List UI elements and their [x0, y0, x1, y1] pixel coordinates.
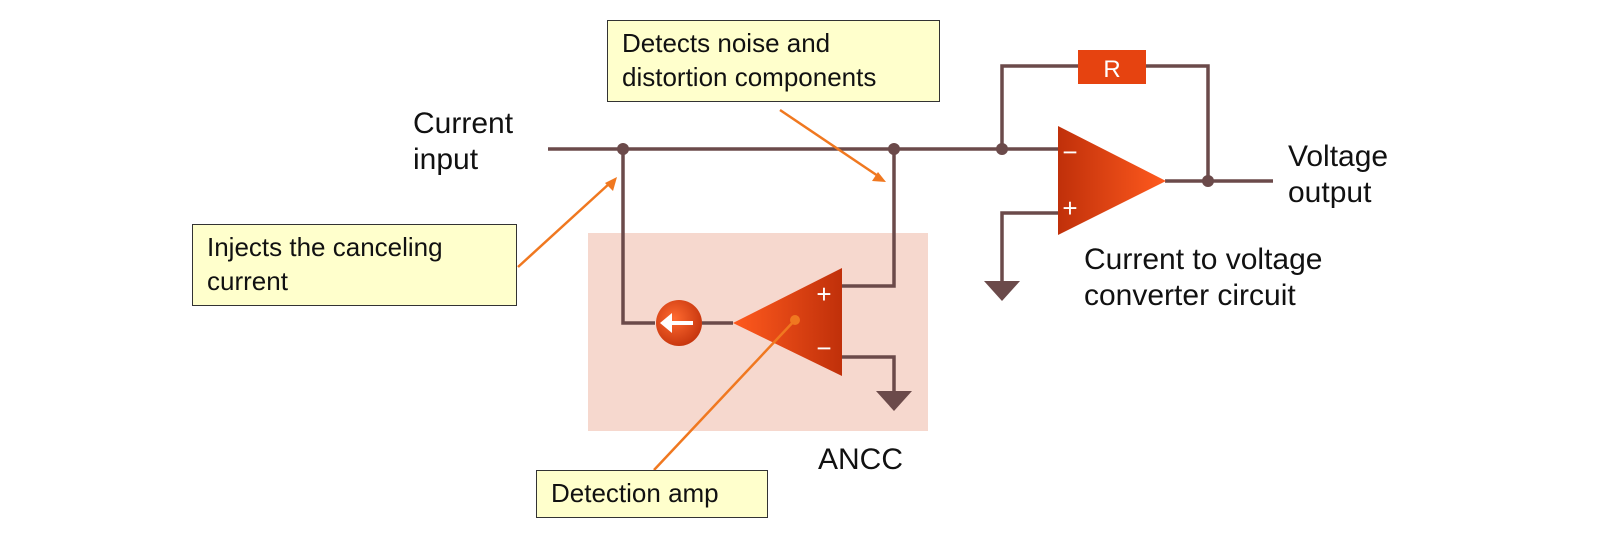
- converter-minus-sign: −: [1062, 137, 1077, 167]
- detection-amp-callout: Detection amp: [536, 470, 768, 518]
- callout-arrows: [517, 108, 886, 471]
- wires: [548, 64, 1273, 393]
- detection-plus-sign: +: [816, 279, 831, 309]
- ancc-label: ANCC: [818, 443, 904, 476]
- junctions: [617, 143, 1214, 187]
- converter-amp-icon: [1058, 126, 1166, 235]
- feedback-wire-left: [1000, 64, 1078, 149]
- injects-arrow: [517, 182, 611, 268]
- left-arrow-icon: [660, 313, 693, 333]
- detection-amp-icon: [733, 268, 842, 376]
- detection-minus-sign: −: [816, 333, 831, 363]
- junction-dot: [996, 143, 1008, 155]
- detects-arrow: [779, 108, 879, 178]
- current-input-label: Current input: [413, 107, 514, 176]
- ground-icon: [984, 281, 1020, 301]
- feedback-wire-right: [1146, 64, 1210, 181]
- detection-amp-arrow: [653, 319, 796, 471]
- voltage-output-label: Voltage output: [1288, 140, 1389, 209]
- junction-dot: [617, 143, 629, 155]
- junction-dot: [888, 143, 900, 155]
- detection-amp-dot: [790, 315, 800, 325]
- junction-dot: [1202, 175, 1214, 187]
- resistor-label: R: [1103, 56, 1120, 83]
- detect-plus-wire: [840, 149, 896, 288]
- detect-minus-wire: [840, 355, 896, 393]
- ground-icon: [876, 391, 912, 411]
- injects-current-callout: Injects the canceling current: [192, 224, 517, 306]
- canceling-wire: [621, 149, 655, 325]
- detects-noise-callout: Detects noise and distortion components: [607, 20, 940, 102]
- converter-plus-wire: [1000, 211, 1058, 283]
- converter-plus-sign: +: [1062, 193, 1077, 223]
- resistor: [1078, 50, 1146, 84]
- converter-circuit-label: Current to voltage converter circuit: [1084, 243, 1323, 312]
